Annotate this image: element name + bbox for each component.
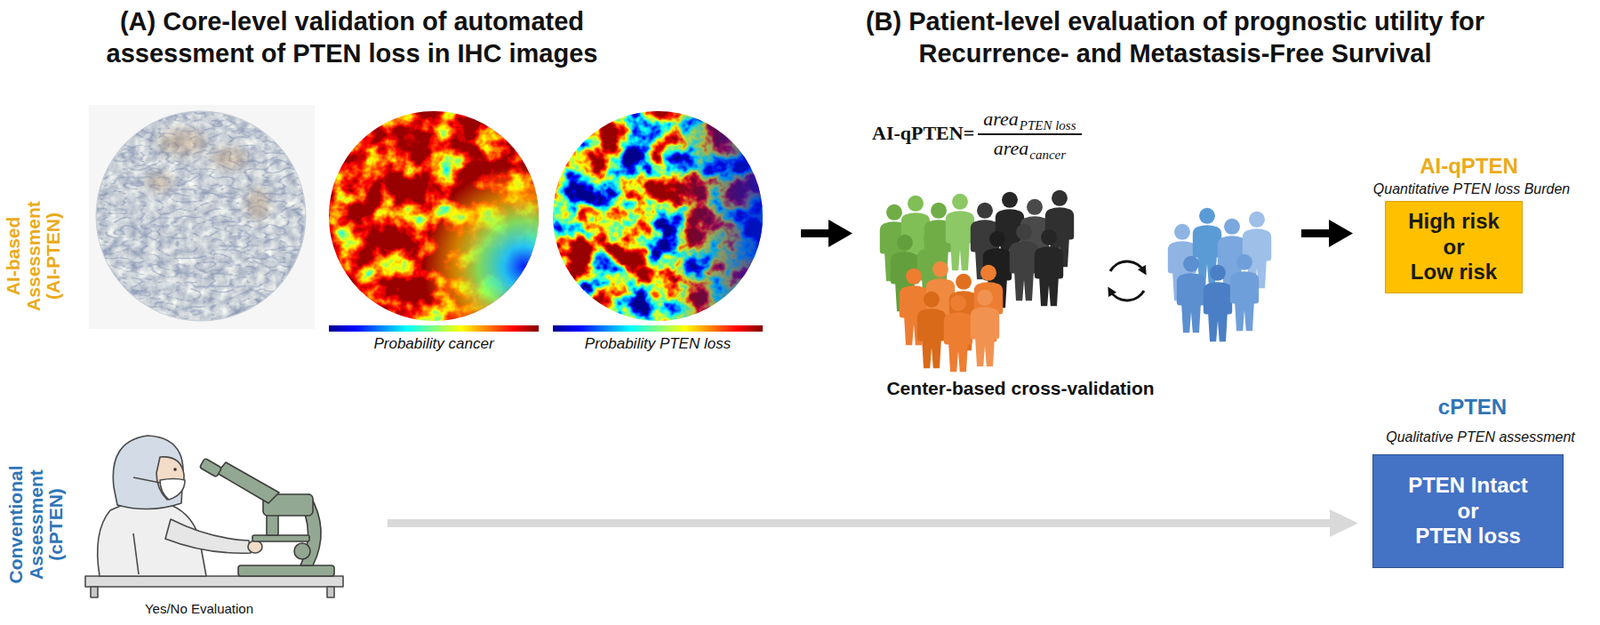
formula-subscript: PTEN loss bbox=[1019, 118, 1077, 133]
flow-arrow bbox=[387, 509, 1359, 537]
formula-term: area bbox=[983, 107, 1019, 130]
flow-arrow bbox=[1301, 219, 1353, 248]
fraction: areaPTEN lossareacancer bbox=[977, 107, 1081, 160]
box-subheading: Qualitative PTEN assessment bbox=[1385, 428, 1576, 446]
formula-term: area bbox=[993, 136, 1030, 160]
patient-cohort bbox=[1168, 208, 1272, 342]
result-box: cPTENQualitative PTEN assessmentPTEN Int… bbox=[1372, 454, 1564, 568]
cycle-arrows bbox=[1110, 261, 1144, 301]
colorbar-label: Probability cancer bbox=[373, 335, 494, 353]
box-text: High risk or Low risk bbox=[1408, 208, 1500, 286]
pathologist-illustration bbox=[85, 435, 344, 598]
box-text: PTEN Intact or PTEN loss bbox=[1408, 472, 1528, 550]
denominator: areacancer bbox=[977, 133, 1081, 160]
patient-cohort bbox=[880, 190, 1074, 372]
box-heading: AI-qPTEN bbox=[1419, 153, 1519, 179]
flow-arrow bbox=[800, 219, 853, 248]
numerator: areaPTEN loss bbox=[977, 107, 1081, 134]
box-heading: cPTEN bbox=[1438, 394, 1507, 420]
row-label: Conventional Assessment (cPTEN) bbox=[5, 464, 66, 584]
colorbar-label: Probability PTEN loss bbox=[584, 335, 731, 353]
panel-heading: (B) Patient-level evaluation of prognost… bbox=[865, 5, 1485, 71]
result-box: AI-qPTENQuantitative PTEN loss BurdenHig… bbox=[1384, 200, 1523, 294]
formula-subscript: cancer bbox=[1029, 147, 1066, 162]
illustration-caption: Yes/No Evaluation bbox=[144, 600, 254, 617]
formula-term: AI-qPTEN= bbox=[872, 121, 975, 145]
colorbar bbox=[552, 325, 763, 332]
pten-heatmap bbox=[548, 106, 768, 326]
ihc-core bbox=[88, 104, 315, 329]
formula: AI-qPTEN=areaPTEN lossareacancer bbox=[872, 107, 1082, 160]
box-subheading: Quantitative PTEN loss Burden bbox=[1373, 180, 1570, 198]
row-label: AI-based Assessment (AI-PTEN) bbox=[3, 200, 64, 312]
cancer-heatmap bbox=[324, 106, 544, 326]
cohort-label: Center-based cross-validation bbox=[886, 376, 1154, 400]
panel-heading: (A) Core-level validation of automated a… bbox=[106, 5, 599, 71]
colorbar bbox=[328, 325, 539, 332]
